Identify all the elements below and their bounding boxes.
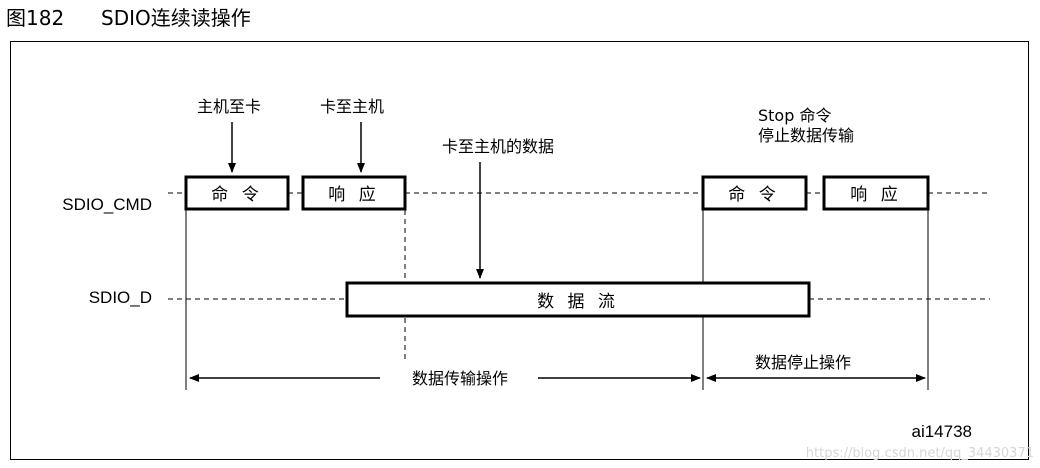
host-to-card-label: 主机至卡 [197,97,261,116]
transfer-span: 数据传输操作 [189,369,701,388]
stop-command-note-line1: Stop 命令 [758,106,831,125]
stop-response-label: 响 应 [850,185,901,205]
signal-label-cmd: SDIO_CMD [62,195,152,214]
figure-reference: ai14738 [911,422,972,441]
figure-number: 图182 [6,6,65,30]
transfer-span-label: 数据传输操作 [412,369,508,388]
response-box: 响 应 [301,175,407,211]
response-label: 响 应 [328,185,379,205]
card-to-host-data-label: 卡至主机的数据 [442,137,554,156]
diagram-frame [10,41,1029,460]
data-stream-label: 数 据 流 [537,292,619,312]
stop-command-note-line2: 停止数据传输 [758,126,854,145]
command-label: 命 令 [211,185,262,205]
stop-span-label: 数据停止操作 [755,353,851,372]
data-stream-box: 数 据 流 [345,281,811,318]
stop-span: 数据停止操作 [706,350,926,382]
stop-response-box: 响 应 [822,175,930,211]
stop-command-box: 命 令 [701,175,808,211]
signal-label-data: SDIO_D [89,288,152,307]
card-to-host-label: 卡至主机 [320,97,384,116]
stop-command-label: 命 令 [728,185,779,205]
figure-title: SDIO连续读操作 [101,6,251,30]
watermark: https://blog.csdn.net/qq_34430371 [806,446,1034,461]
command-box: 命 令 [184,175,290,211]
figure-caption: 图182 SDIO连续读操作 [6,4,251,32]
